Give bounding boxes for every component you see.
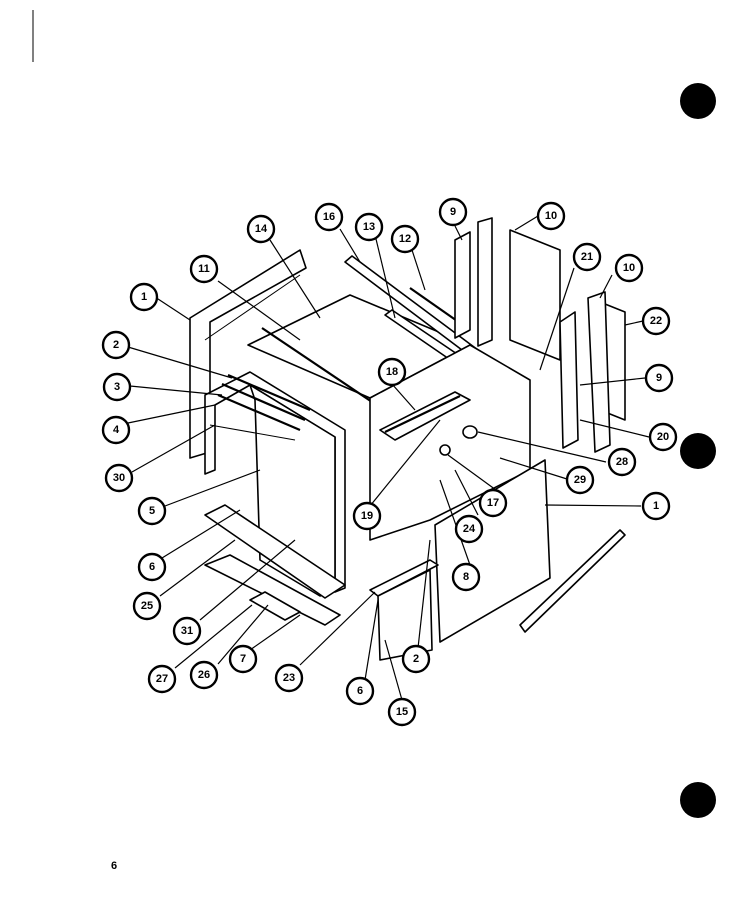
rear-panel [509, 229, 561, 361]
punch-hole-bottom [680, 782, 716, 818]
callout-26: 26 [189, 660, 219, 690]
callout-label: 8 [463, 571, 469, 583]
callout-label: 20 [657, 431, 669, 443]
top-rail [261, 327, 379, 407]
callout-19: 19 [352, 501, 382, 531]
callout-1-right: 1 [641, 491, 671, 521]
left-side-panel [189, 249, 307, 459]
callout-label: 12 [399, 233, 411, 245]
callout-label: 10 [545, 210, 557, 222]
callout-label: 6 [357, 685, 363, 697]
callout-1-left: 1 [129, 282, 159, 312]
page-number: 6 [111, 860, 118, 872]
callout-label: 9 [656, 372, 662, 384]
bottom-rail [369, 559, 439, 597]
callout-14: 14 [246, 214, 276, 244]
callout-13: 13 [354, 212, 384, 242]
valve [462, 425, 478, 439]
rear-channel-right [559, 311, 579, 449]
callout-28: 28 [607, 447, 637, 477]
callout-label: 6 [149, 561, 155, 573]
callout-label: 3 [114, 381, 120, 393]
right-side-panel [434, 459, 551, 643]
callout-label: 19 [361, 510, 373, 522]
callout-7: 7 [228, 644, 258, 674]
callout-label: 24 [463, 523, 476, 535]
callout-24: 24 [454, 514, 484, 544]
callout-22: 22 [641, 306, 671, 336]
callout-8: 8 [451, 562, 481, 592]
callout-label: 5 [149, 505, 155, 517]
rear-channel-far [587, 291, 611, 453]
callout-label: 13 [363, 221, 375, 233]
callout-15: 15 [387, 697, 417, 727]
callout-17: 17 [478, 488, 508, 518]
callout-10-right: 10 [614, 253, 644, 283]
callout-9-right: 9 [644, 363, 674, 393]
callout-12: 12 [390, 224, 420, 254]
callout-label: 16 [323, 211, 335, 223]
callout-label: 1 [141, 291, 147, 303]
callout-11: 11 [189, 254, 219, 284]
callout-label: 31 [181, 625, 193, 637]
callout-4: 4 [101, 415, 131, 445]
callout-label: 29 [574, 474, 586, 486]
callout-label: 25 [141, 600, 153, 612]
callout-label: 1 [653, 500, 659, 512]
punch-hole-middle [680, 433, 716, 469]
callout-label: 2 [113, 339, 119, 351]
callout-16: 16 [314, 202, 344, 232]
callout-label: 11 [198, 263, 210, 275]
callout-27: 27 [147, 664, 177, 694]
callout-label: 17 [487, 497, 499, 509]
callout-label: 15 [396, 706, 408, 718]
punch-hole-top [680, 83, 716, 119]
floor-support [377, 569, 433, 661]
callout-label: 27 [156, 673, 168, 685]
callout-label: 26 [198, 669, 210, 681]
callout-18: 18 [377, 357, 407, 387]
callout-2-lower: 2 [401, 644, 431, 674]
callout-30: 30 [104, 463, 134, 493]
callout-label: 7 [240, 653, 246, 665]
callout-label: 9 [450, 206, 456, 218]
callout-label: 4 [113, 424, 120, 436]
callout-6-left: 6 [137, 552, 167, 582]
callout-25: 25 [132, 591, 162, 621]
callout-label: 2 [413, 653, 419, 665]
rear-channel-mid [477, 217, 493, 347]
callout-label: 23 [283, 672, 295, 684]
bottom-channel [249, 591, 301, 621]
callout-31: 31 [172, 616, 202, 646]
callout-21: 21 [572, 242, 602, 272]
side-trim-strip [519, 529, 626, 633]
callout-2-upper: 2 [101, 330, 131, 360]
oven-body-parts [189, 217, 626, 661]
callout-29: 29 [565, 465, 595, 495]
callout-label: 10 [623, 262, 635, 274]
callout-6-bottom: 6 [345, 676, 375, 706]
callout-label: 21 [581, 251, 593, 263]
callout-5: 5 [137, 496, 167, 526]
valve-knob [439, 444, 451, 456]
bottom-trim [204, 504, 346, 599]
control-rail [379, 391, 471, 441]
callout-label: 28 [616, 456, 628, 468]
rear-channel-left [454, 231, 471, 339]
callout-20: 20 [648, 422, 678, 452]
callout-label: 30 [113, 472, 125, 484]
callout-3: 3 [102, 372, 132, 402]
callout-label: 14 [255, 223, 268, 235]
callout-label: 18 [386, 366, 398, 378]
callout-9-top: 9 [438, 197, 468, 227]
callout-10-top: 10 [536, 201, 566, 231]
callout-label: 22 [650, 315, 662, 327]
leader-lines [127, 215, 650, 701]
callout-23: 23 [274, 663, 304, 693]
